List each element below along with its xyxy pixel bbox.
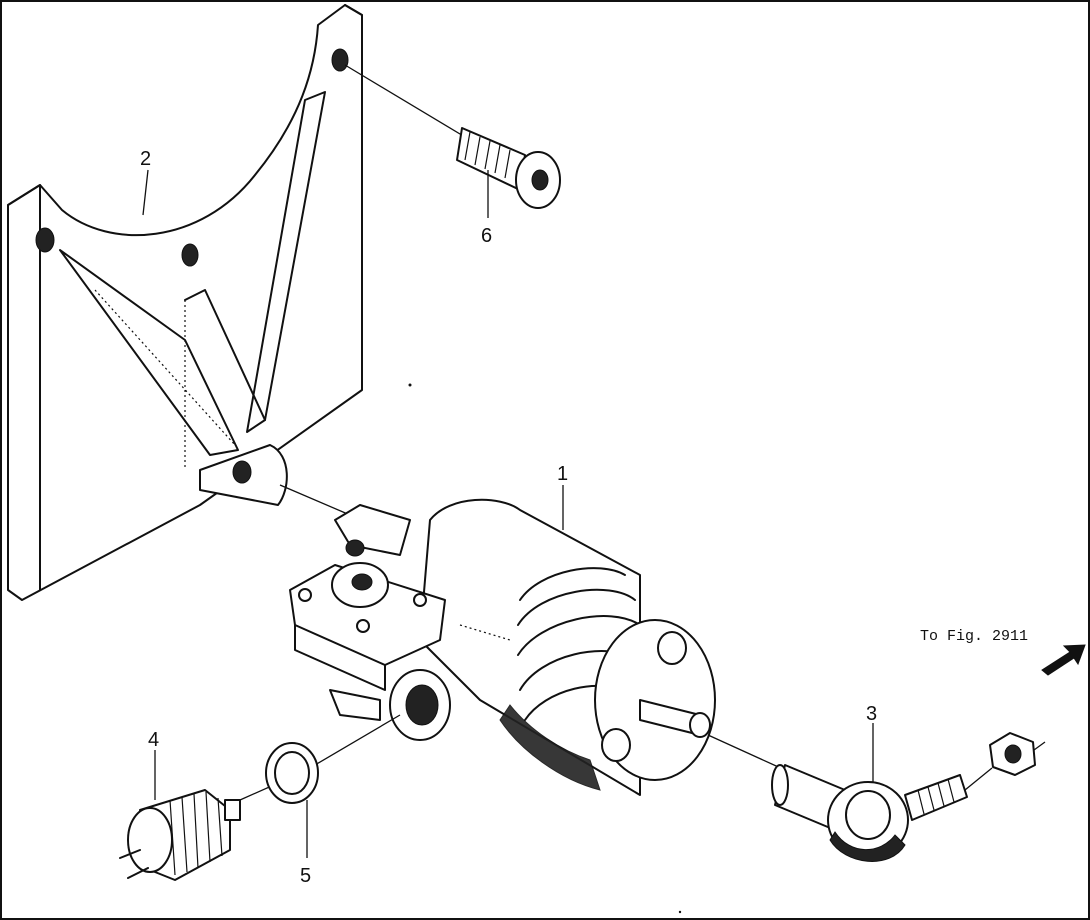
assembly-line-bolt: [344, 64, 471, 141]
bracket-plate: [7, 4, 363, 601]
callout-5: 5: [300, 865, 311, 887]
assembly-line-rod: [707, 734, 786, 771]
assembly-line-bracket: [279, 484, 351, 516]
rod-end: [771, 732, 1046, 862]
arrow-icon: [1041, 644, 1086, 676]
callout-1: 1: [557, 463, 568, 485]
pressure-switch: [119, 789, 241, 881]
callout-2: 2: [140, 148, 151, 170]
callout-4: 4: [148, 729, 159, 751]
callout-6: 6: [481, 225, 492, 247]
actuator-body: [289, 498, 716, 796]
assembly-line-port: [314, 714, 401, 766]
reference-note: To Fig. 2911: [920, 628, 1028, 645]
callout-3: 3: [866, 703, 877, 725]
cap-screw: [456, 127, 561, 209]
washer: [265, 742, 319, 804]
